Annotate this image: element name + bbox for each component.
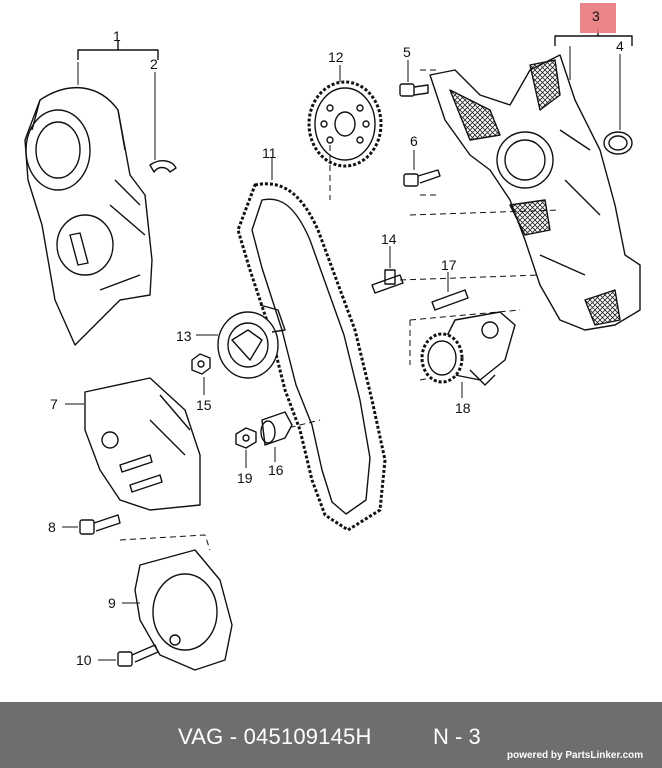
water-pump xyxy=(420,311,516,386)
callout-9: 9 xyxy=(108,595,116,611)
tensioner-roller xyxy=(217,304,286,379)
bolt-5 xyxy=(399,83,429,97)
upper-timing-cover xyxy=(24,86,153,346)
part-reference: VAG - 045109145H xyxy=(178,724,372,749)
clip-part xyxy=(149,160,177,173)
callout-16: 16 xyxy=(268,462,284,478)
callout-13: 13 xyxy=(176,328,192,344)
stud-14 xyxy=(371,269,404,294)
callout-10: 10 xyxy=(76,652,92,668)
cover-bracket-line xyxy=(77,40,159,60)
idler-roller xyxy=(260,411,293,446)
callout-6: 6 xyxy=(410,133,418,149)
callout-12: 12 xyxy=(328,49,344,65)
bolt-10 xyxy=(117,644,159,667)
exploded-parts-diagram xyxy=(24,28,641,671)
camshaft-sprocket xyxy=(307,80,383,168)
callout-17: 17 xyxy=(441,257,457,273)
nut-15 xyxy=(191,353,211,375)
callout-18: 18 xyxy=(455,400,471,416)
callout-7: 7 xyxy=(50,396,58,412)
callout-15: 15 xyxy=(196,397,212,413)
callout-8: 8 xyxy=(48,519,56,535)
callout-11: 11 xyxy=(262,145,277,161)
stud-17 xyxy=(431,289,469,311)
bolt-8 xyxy=(79,514,121,535)
callout-1: 1 xyxy=(113,28,121,44)
nut-19 xyxy=(235,427,257,449)
stud-6 xyxy=(403,169,441,187)
timing-belt xyxy=(236,182,387,532)
callout-2: 2 xyxy=(150,56,158,72)
callout-3: 3 xyxy=(592,8,600,24)
middle-timing-cover xyxy=(84,377,201,511)
highlight-marker xyxy=(580,3,616,33)
footer-bar xyxy=(0,702,662,768)
credit-text: powered by PartsLinker.com xyxy=(507,750,644,761)
position-reference: N - 3 xyxy=(433,724,481,749)
callout-4: 4 xyxy=(616,38,624,54)
seal-plug xyxy=(603,131,633,155)
callout-5: 5 xyxy=(403,44,411,60)
callout-14: 14 xyxy=(381,231,397,247)
callout-19: 19 xyxy=(237,470,253,486)
rear-timing-cover xyxy=(429,54,641,331)
lower-timing-cover xyxy=(119,534,233,671)
